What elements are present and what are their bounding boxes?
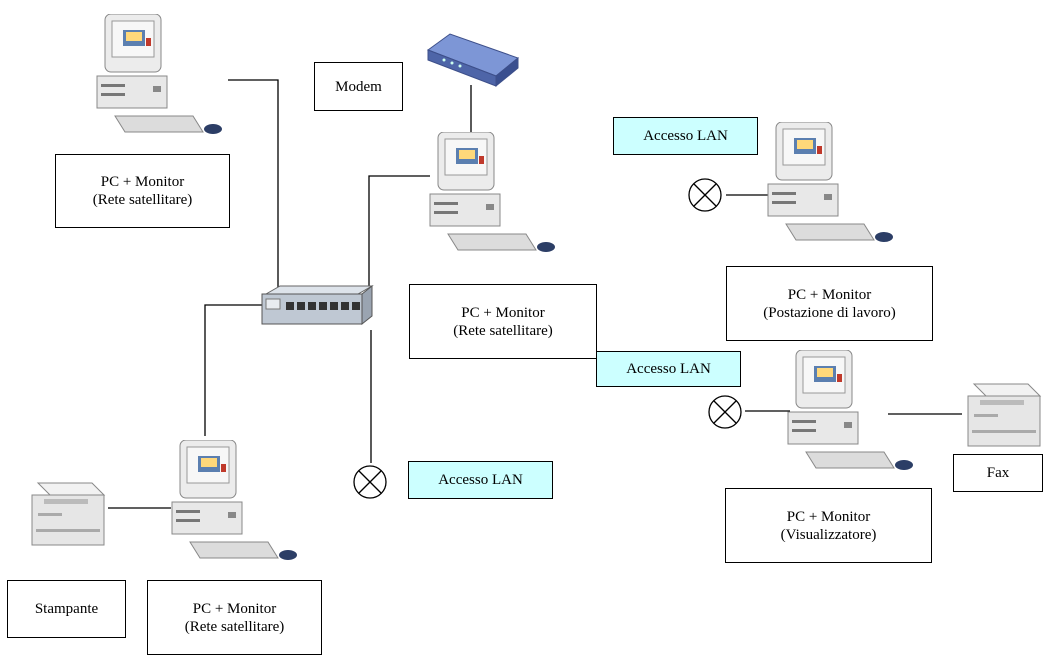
fax-label: Fax [953,454,1043,492]
pc-center-label: PC + Monitor (Rete satellitare) [409,284,597,359]
lan-access-symbol-bottom [353,465,387,499]
pc-center-label-line2: (Rete satellitare) [453,322,553,339]
link-switch-pc-bottom [204,304,262,436]
link-switch-pc-center [368,175,430,289]
lan-access-bottom: Accesso LAN [408,461,553,499]
pc-center-label-line1: PC + Monitor [461,304,545,321]
lan-access-middle: Accesso LAN [596,351,741,387]
lan-access-symbols [353,178,742,499]
pc-viewer-icon [787,350,913,470]
lan-access-symbol-workstation [688,178,722,212]
pc-viewer-label-line1: PC + Monitor [786,508,871,525]
fax-icon [967,383,1042,447]
pc-bottom-icon [171,440,297,560]
pc-bottom-label-line2: (Rete satellitare) [184,618,285,635]
pc-workstation-label: PC + Monitor (Postazione di lavoro) [726,266,933,341]
lan-access-top-right-text: Accesso LAN [643,128,728,144]
printer-icon [31,482,106,546]
pc-bottom-label: PC + Monitor (Rete satellitare) [147,580,322,655]
pc-top-left-label-line1: PC + Monitor [100,174,185,190]
switch-icon [261,284,374,326]
fax-label-text: Fax [986,465,1010,481]
link-pc-top-left-switch [228,79,279,291]
lan-access-top-right: Accesso LAN [613,117,758,155]
pc-workstation-label-line2: (Postazione di lavoro) [763,304,896,321]
pc-top-left-label-line2: (Rete satellitare) [92,192,193,208]
pc-top-left-icon [96,14,222,134]
lan-access-middle-text: Accesso LAN [626,361,711,377]
lan-access-bottom-text: Accesso LAN [438,472,523,488]
pc-viewer-label-line2: (Visualizzatore) [780,526,877,543]
modem-icon [426,33,520,88]
stampante-label: Stampante [7,580,126,638]
lan-access-symbol-viewer [708,395,742,429]
pc-center-icon [429,132,555,252]
pc-workstation-icon [767,122,893,242]
stampante-label-text: Stampante [34,601,99,617]
pc-workstation-label-line1: PC + Monitor [787,286,872,303]
pc-bottom-label-line1: PC + Monitor [192,600,277,617]
modem-label: Modem [314,62,403,111]
pc-top-left-label: PC + Monitor (Rete satellitare) [55,154,230,228]
pc-viewer-label: PC + Monitor (Visualizzatore) [725,488,932,563]
modem-label-text: Modem [335,78,382,95]
